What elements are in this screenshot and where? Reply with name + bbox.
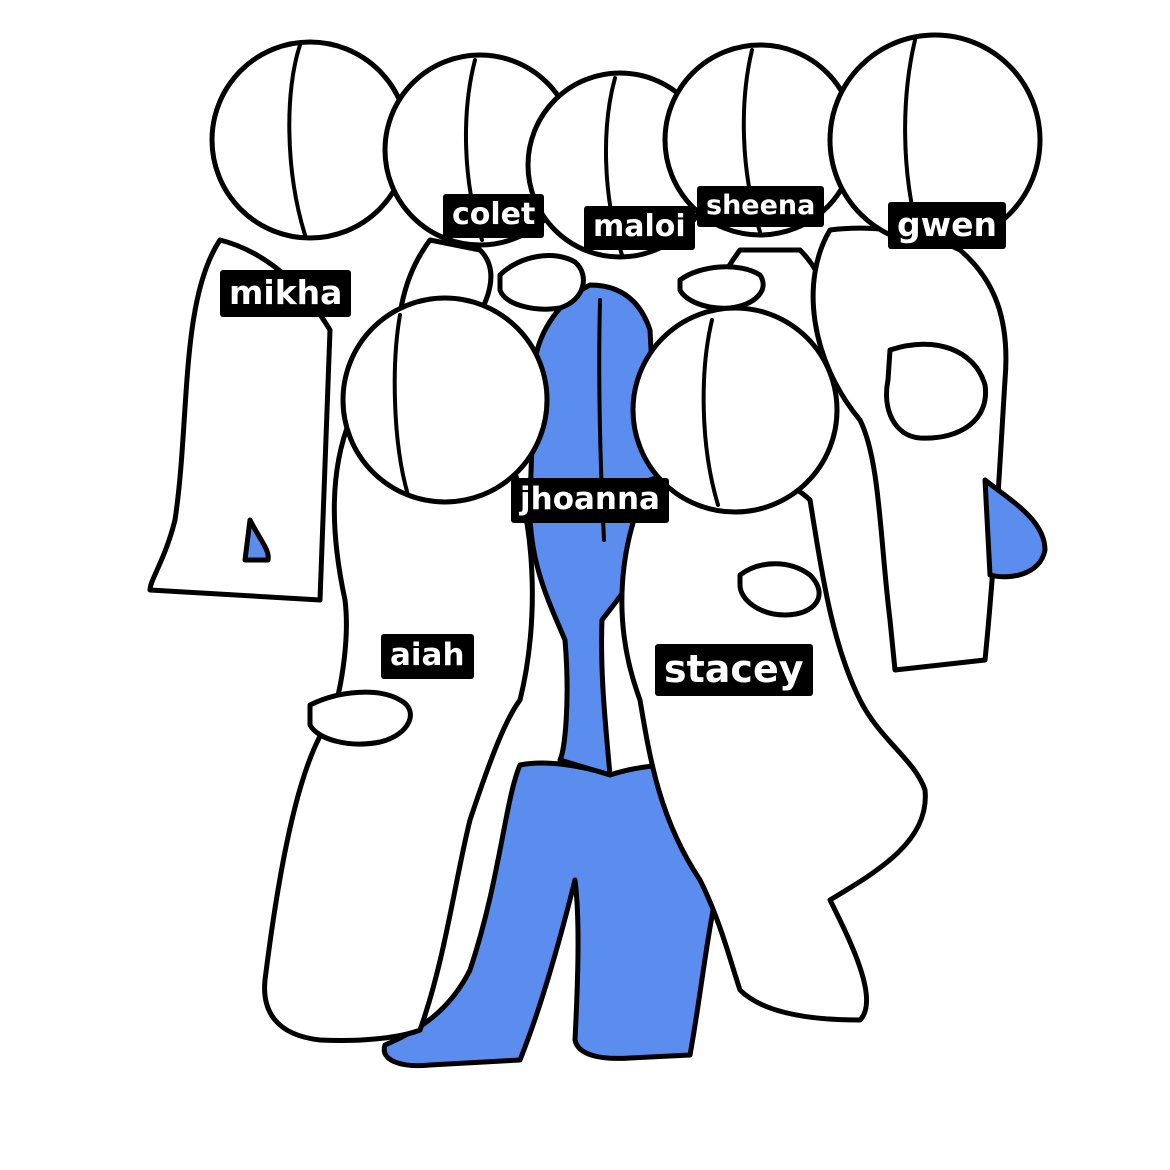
jhoanna-shoulder-left <box>497 253 586 312</box>
gwen-boot <box>982 477 1048 580</box>
mikha-head <box>209 39 411 241</box>
gwen-body <box>810 225 1009 673</box>
aiah-head <box>340 295 550 505</box>
name-tag-jhoanna: jhoanna <box>511 478 669 523</box>
name-tag-mikha: mikha <box>220 270 352 317</box>
aiah-hands <box>307 689 413 747</box>
name-tag-gwen: gwen <box>888 202 1006 249</box>
front-row-bodies <box>262 411 928 1044</box>
mikha-shoe <box>242 517 271 563</box>
name-tag-aiah: aiah <box>381 634 474 679</box>
name-tag-sheena: sheena <box>697 186 825 227</box>
stacey-hand <box>737 561 822 618</box>
name-tag-colet: colet <box>443 194 545 238</box>
heads <box>209 32 1043 515</box>
name-tag-stacey: stacey <box>655 644 813 696</box>
stacey-head <box>630 305 840 515</box>
gwen-arm <box>884 341 989 441</box>
jhoanna-shoulder-right <box>677 264 766 311</box>
name-tag-maloi: maloi <box>584 206 695 250</box>
stacey-body <box>619 467 928 1023</box>
